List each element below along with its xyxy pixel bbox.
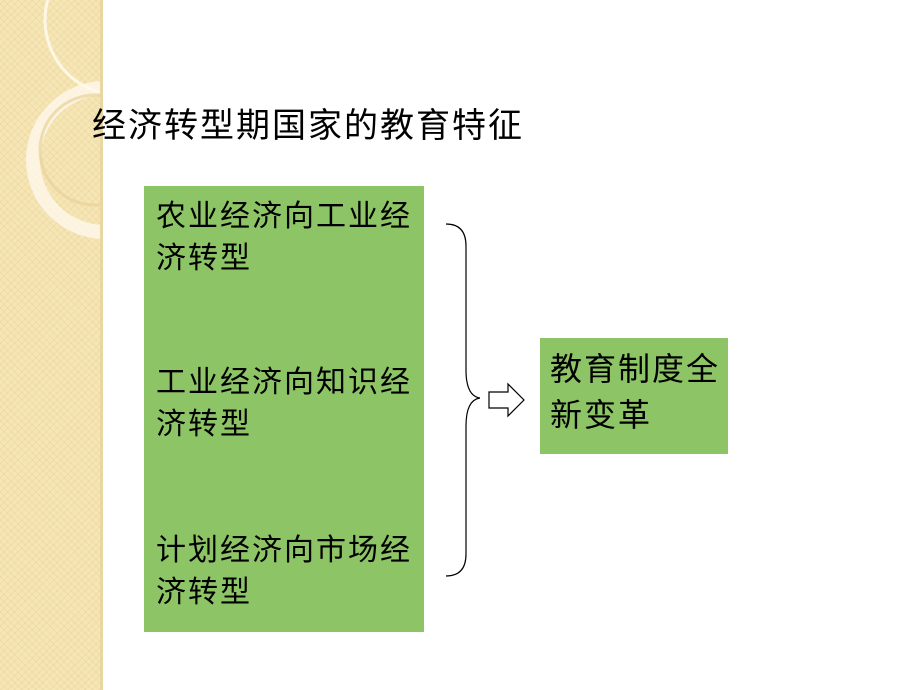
side-band-divider <box>100 0 103 690</box>
outline-right-arrow-icon <box>488 382 525 418</box>
decorative-side-band <box>0 0 100 690</box>
transition-planned-to-market: 计划经济向市场经济转型 <box>156 533 412 610</box>
decorative-rings <box>26 0 100 239</box>
transition-industrial-to-knowledge: 工业经济向知识经济转型 <box>156 365 412 442</box>
result-box: 教育制度全新变革 <box>540 338 728 454</box>
right-curly-brace-icon <box>445 223 480 577</box>
result-label: 教育制度全新变革 <box>550 350 721 434</box>
transition-agri-to-industrial: 农业经济向工业经济转型 <box>156 199 412 276</box>
slide-title: 经济转型期国家的教育特征 <box>92 106 524 146</box>
transitions-box: 农业经济向工业经济转型 工业经济向知识经济转型 计划经济向市场经济转型 <box>144 186 424 632</box>
